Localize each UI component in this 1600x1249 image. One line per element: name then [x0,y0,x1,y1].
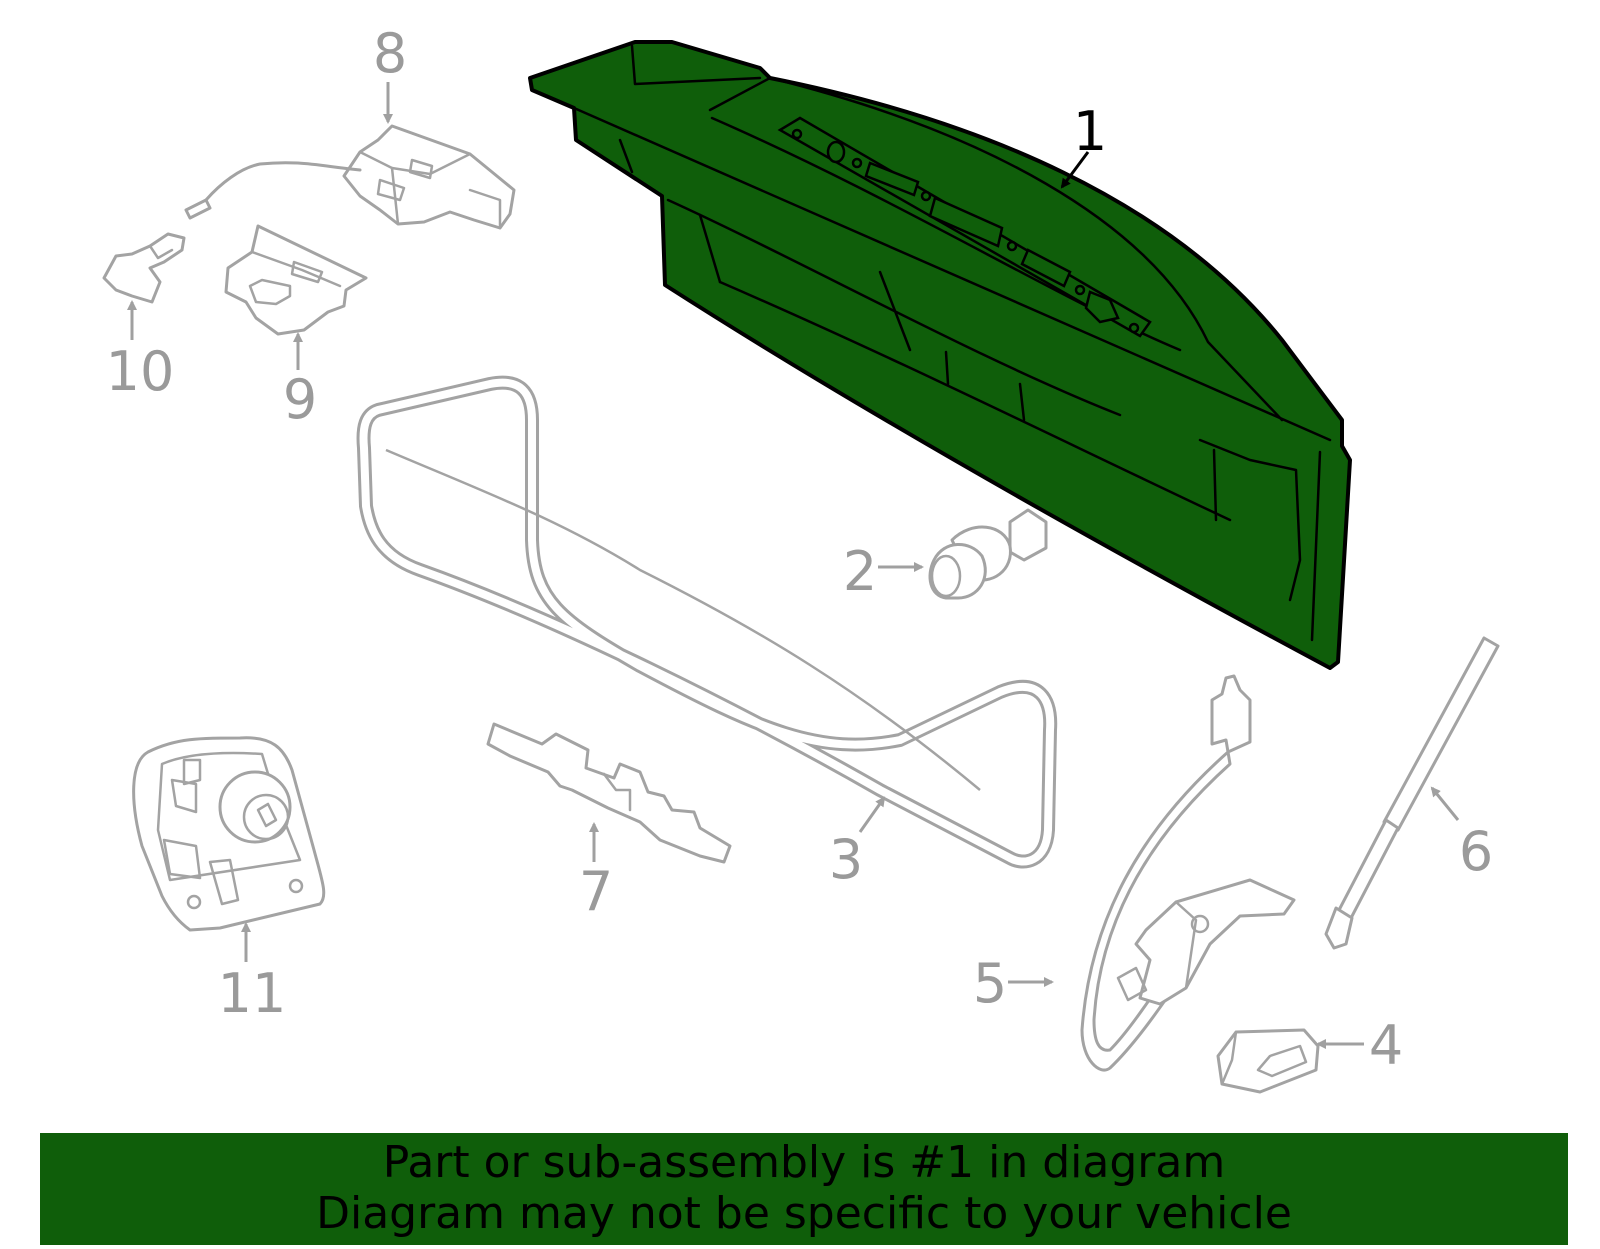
callout-6[interactable]: 6 [1459,820,1493,883]
banner-line-2: Diagram may not be specific to your vehi… [316,1188,1292,1239]
part-10-clip[interactable] [102,232,186,304]
callout-4[interactable]: 4 [1369,1014,1403,1077]
callout-2[interactable]: 2 [843,540,877,603]
banner-line-1: Part or sub-assembly is #1 in diagram [382,1137,1226,1188]
callout-3[interactable]: 3 [829,828,863,891]
part-11-handle-assembly[interactable] [132,736,326,932]
part-2-bump-stop[interactable] [928,508,1048,600]
part-1-trunk-lid[interactable] [528,40,1352,670]
callout-5[interactable]: 5 [973,952,1007,1015]
part-5-hinge[interactable] [1080,674,1296,1072]
callout-7[interactable]: 7 [579,860,613,923]
part-6-strut[interactable] [1324,636,1500,950]
callout-9[interactable]: 9 [283,368,317,431]
callout-1[interactable]: 1 [1073,100,1107,163]
callout-8[interactable]: 8 [373,22,407,85]
part-7-bracket[interactable] [486,722,732,864]
part-8-latch[interactable] [184,124,516,230]
leader-6 [1430,786,1460,821]
part-9-latch-cover[interactable] [224,224,368,336]
leader-3 [858,796,886,833]
callout-10[interactable]: 10 [106,340,175,403]
leader-1 [1060,151,1090,189]
info-banner: Part or sub-assembly is #1 in diagram Di… [40,1133,1568,1245]
part-4-pad[interactable] [1216,1028,1320,1094]
callout-11[interactable]: 11 [218,962,287,1025]
part-3-weatherstrip[interactable] [356,375,1058,869]
